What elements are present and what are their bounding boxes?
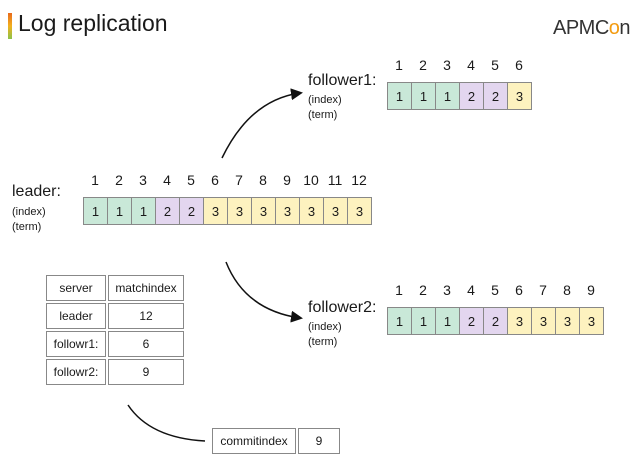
log-entry-term-3: 3 <box>203 197 228 225</box>
log-entry-term-3: 3 <box>323 197 348 225</box>
log-entry-term-3: 3 <box>507 82 532 110</box>
page-title: Log replication <box>18 10 168 36</box>
log-entry-term-3: 3 <box>227 197 252 225</box>
follower2-index-caption: (index)(term) <box>308 321 342 348</box>
apmcon-logo: APMCon <box>553 17 631 39</box>
log-entry-term-1: 1 <box>435 307 460 335</box>
log-entry-term-1: 1 <box>131 197 156 225</box>
log-index-number: 1 <box>395 282 403 298</box>
log-index-number: 8 <box>259 172 267 188</box>
leader-label: leader: <box>12 183 61 200</box>
log-entry-term-2: 2 <box>179 197 204 225</box>
log-index-number: 11 <box>327 172 343 188</box>
log-entry-term-2: 2 <box>459 307 484 335</box>
log-index-number: 3 <box>443 282 451 298</box>
log-entry-term-3: 3 <box>531 307 556 335</box>
log-index-number: 2 <box>419 282 427 298</box>
connector-table-to-commit <box>127 404 206 442</box>
log-index-number: 1 <box>91 172 99 188</box>
table-row: leader 12 <box>46 303 184 329</box>
log-entry-term-1: 1 <box>83 197 108 225</box>
log-index-number: 3 <box>443 57 451 73</box>
log-index-number: 7 <box>235 172 243 188</box>
table-row: followr1: 6 <box>46 331 184 357</box>
title-accent-bar <box>8 13 12 39</box>
table-row: followr2: 9 <box>46 359 184 385</box>
follower1-index-caption: (index)(term) <box>308 94 342 121</box>
log-index-number: 6 <box>515 57 523 73</box>
log-index-number: 5 <box>187 172 195 188</box>
header-matchindex: matchindex <box>108 275 184 301</box>
arrow-to-follower1 <box>221 88 303 159</box>
log-index-number: 9 <box>587 282 595 298</box>
server-cell: followr2: <box>46 359 106 385</box>
server-cell: leader <box>46 303 106 329</box>
arrow-to-follower2 <box>225 261 303 323</box>
log-index-number: 2 <box>419 57 427 73</box>
follower1-label: follower1: <box>308 72 377 89</box>
log-index-number: 8 <box>563 282 571 298</box>
matchindex-cell: 12 <box>108 303 184 329</box>
log-index-number: 5 <box>491 57 499 73</box>
log-index-number: 7 <box>539 282 547 298</box>
log-index-number: 10 <box>303 172 319 188</box>
leader-index-caption: (index)(term) <box>12 206 46 233</box>
follower2-label: follower2: <box>308 299 377 316</box>
log-index-number: 4 <box>163 172 171 188</box>
log-index-number: 6 <box>211 172 219 188</box>
log-entry-term-1: 1 <box>107 197 132 225</box>
log-entry-term-3: 3 <box>579 307 604 335</box>
log-entry-term-1: 1 <box>411 82 436 110</box>
log-index-number: 4 <box>467 57 475 73</box>
matchindex-cell: 6 <box>108 331 184 357</box>
log-entry-term-3: 3 <box>347 197 372 225</box>
commitindex-box: commitindex 9 <box>212 428 340 454</box>
log-index-number: 4 <box>467 282 475 298</box>
log-index-number: 3 <box>139 172 147 188</box>
log-index-number: 1 <box>395 57 403 73</box>
log-index-number: 2 <box>115 172 123 188</box>
commitindex-label: commitindex <box>212 428 296 454</box>
log-entry-term-3: 3 <box>275 197 300 225</box>
commitindex-value: 9 <box>298 428 340 454</box>
matchindex-table: server matchindex leader 12 followr1: 6 … <box>44 273 186 387</box>
log-entry-term-2: 2 <box>483 307 508 335</box>
log-entry-term-1: 1 <box>435 82 460 110</box>
table-header-row: server matchindex <box>46 275 184 301</box>
log-index-number: 9 <box>283 172 291 188</box>
header-server: server <box>46 275 106 301</box>
log-entry-term-1: 1 <box>411 307 436 335</box>
log-index-number: 12 <box>351 172 367 188</box>
matchindex-cell: 9 <box>108 359 184 385</box>
server-cell: followr1: <box>46 331 106 357</box>
log-entry-term-3: 3 <box>507 307 532 335</box>
log-index-number: 5 <box>491 282 499 298</box>
log-entry-term-3: 3 <box>555 307 580 335</box>
log-index-number: 6 <box>515 282 523 298</box>
